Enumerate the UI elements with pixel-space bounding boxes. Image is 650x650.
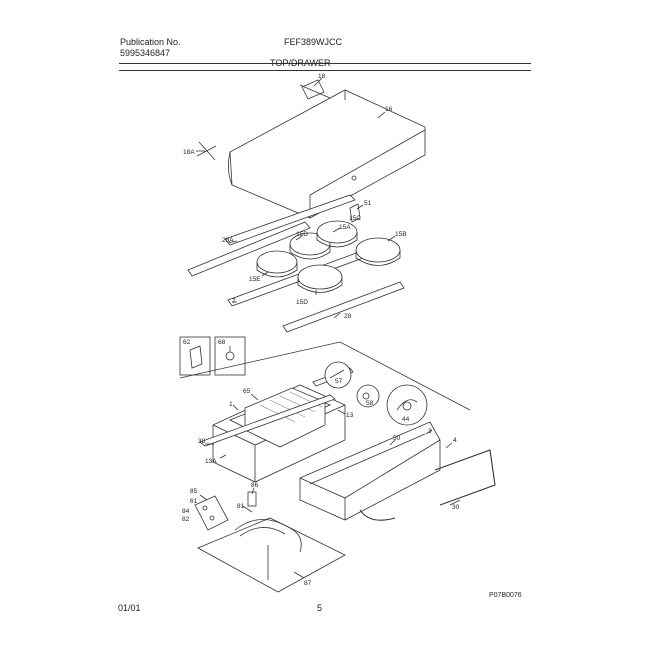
callout-15c: 15C xyxy=(349,215,361,222)
callout-16: 16 xyxy=(385,106,393,113)
footer-date: 01/01 xyxy=(118,603,141,613)
callout-3: 3 xyxy=(428,428,432,435)
footer-code: P07B0076 xyxy=(489,592,522,599)
callout-84: 84 xyxy=(182,508,190,515)
callout-15e: 15E xyxy=(249,276,261,283)
callout-28a: 28A xyxy=(222,237,234,244)
publication-label: Publication No. xyxy=(120,37,181,47)
vent-trim xyxy=(299,79,331,100)
terminal-block xyxy=(194,495,229,531)
drawer-handle xyxy=(359,449,496,521)
callout-62: 62 xyxy=(183,339,191,346)
callout-81: 81 xyxy=(237,503,245,510)
callout-30: 30 xyxy=(452,504,460,511)
callout-44: 44 xyxy=(402,416,410,423)
surface-element-left xyxy=(256,250,298,278)
detail-circle-57 xyxy=(324,361,352,389)
surface-element-front xyxy=(297,264,343,293)
section-divider xyxy=(179,341,471,411)
callout-68: 68 xyxy=(218,339,226,346)
callout-82: 82 xyxy=(182,516,190,523)
callout-18: 18 xyxy=(318,73,326,80)
header-rule-under xyxy=(119,70,531,71)
surface-element-back-left xyxy=(289,232,331,260)
surface-element-right xyxy=(355,237,401,266)
burner-rail-bottom xyxy=(282,281,405,333)
callout-65: 65 xyxy=(243,388,251,395)
callout-87: 87 xyxy=(304,580,312,587)
drawer-slide-rail xyxy=(199,394,336,447)
inset-box-62 xyxy=(179,336,211,376)
callout-38: 38 xyxy=(198,438,206,445)
callout-15d-top: 15D xyxy=(296,231,308,238)
section-title: TOP/DRAWER xyxy=(270,58,331,68)
callout-18a: 18A xyxy=(183,149,195,156)
callout-85: 85 xyxy=(190,488,198,495)
callout-61: 61 xyxy=(190,498,198,505)
drawer-front-panel xyxy=(299,421,441,521)
publication-number: 5995346847 xyxy=(120,48,171,58)
cooktop-fastener-left xyxy=(196,141,217,161)
detail-circle-44 xyxy=(386,384,428,426)
callout-28: 28 xyxy=(344,313,352,320)
header-rule xyxy=(119,63,531,64)
leader-lines xyxy=(196,77,461,579)
callout-15a: 15A xyxy=(339,224,351,231)
callout-50: 50 xyxy=(393,435,401,442)
cooktop-panel xyxy=(228,89,426,219)
warmer-element xyxy=(234,519,302,553)
callout-57: 57 xyxy=(335,378,343,385)
callout-58: 58 xyxy=(366,400,374,407)
surface-element-back-right xyxy=(316,220,358,248)
callout-13: 13 xyxy=(346,412,354,419)
footer-page: 5 xyxy=(317,603,323,613)
model-number: FEF389WJCC xyxy=(284,37,343,47)
switch-86 xyxy=(247,491,257,507)
callout-15b: 15B xyxy=(395,231,407,238)
callout-13a: 13A xyxy=(205,458,217,465)
callout-15d-bot: 15D xyxy=(296,299,308,306)
callout-1: 1 xyxy=(229,401,233,408)
callout-7: 7 xyxy=(232,298,236,305)
callout-86: 86 xyxy=(251,482,259,489)
callout-51: 51 xyxy=(364,200,372,207)
burner-rail-front-left xyxy=(187,221,311,277)
detail-circle-58 xyxy=(356,384,380,408)
base-plate xyxy=(197,517,346,593)
callout-4: 4 xyxy=(453,437,457,444)
